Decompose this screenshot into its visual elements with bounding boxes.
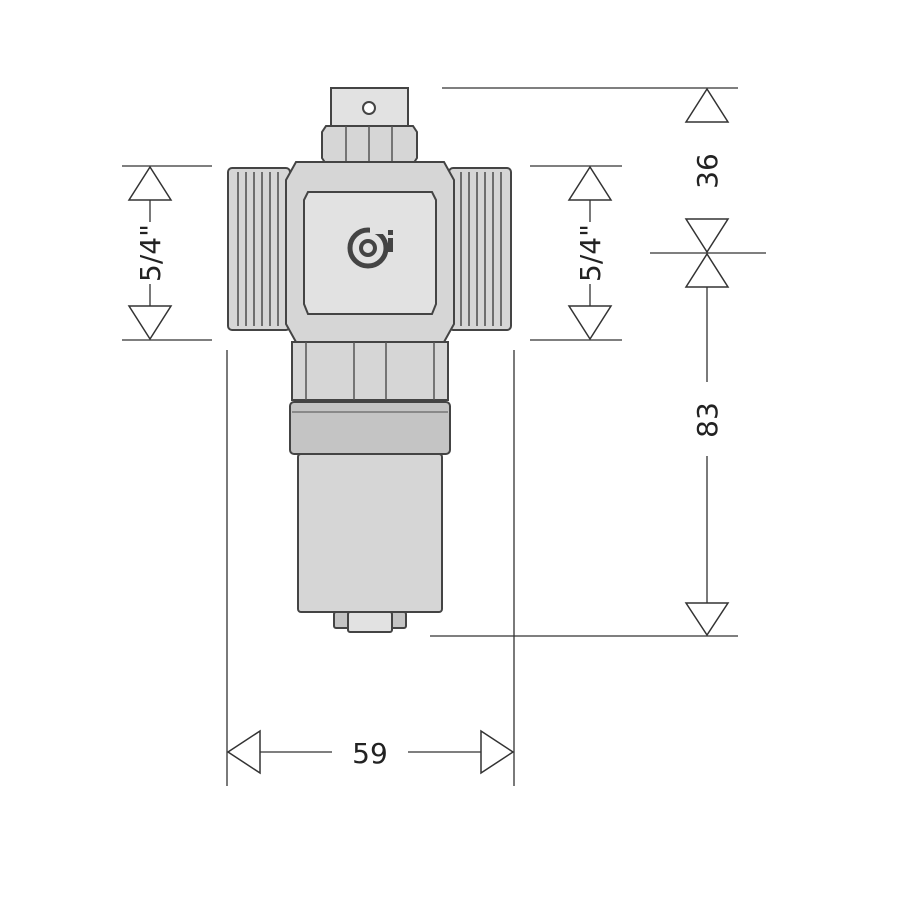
lower-height-label: 83 [691, 402, 724, 438]
arrow-up-icon [127, 165, 173, 201]
arrow-up-icon [684, 252, 730, 288]
width-dimension [226, 729, 515, 775]
left-connection-dimension [127, 165, 173, 341]
arrow-left-icon [226, 729, 261, 775]
left-connection-label: 5/4" [134, 224, 167, 282]
lower-hex-nut [291, 341, 449, 401]
width-label: 59 [352, 737, 388, 770]
top-height-label: 36 [691, 153, 724, 189]
right-thread [448, 167, 512, 331]
logo-icon [347, 222, 393, 269]
arrow-down-icon [684, 218, 730, 254]
right-connection-label: 5/4" [574, 224, 607, 282]
right-connection-dimension [567, 165, 613, 341]
drain-plug-cap [347, 611, 393, 633]
arrow-right-icon [480, 729, 515, 775]
lower-height-dimension [684, 252, 730, 637]
arrow-down-icon [684, 602, 730, 637]
collar-ring [289, 401, 451, 455]
arrow-up-icon [567, 165, 613, 201]
arrow-up-icon [684, 87, 730, 123]
arrow-down-icon [567, 305, 613, 341]
left-thread [227, 167, 291, 331]
filter-body [227, 87, 512, 633]
filter-bowl [297, 453, 443, 613]
arrow-down-icon [127, 305, 173, 341]
top-cap-hole [362, 101, 376, 115]
top-height-dimension [684, 87, 730, 254]
